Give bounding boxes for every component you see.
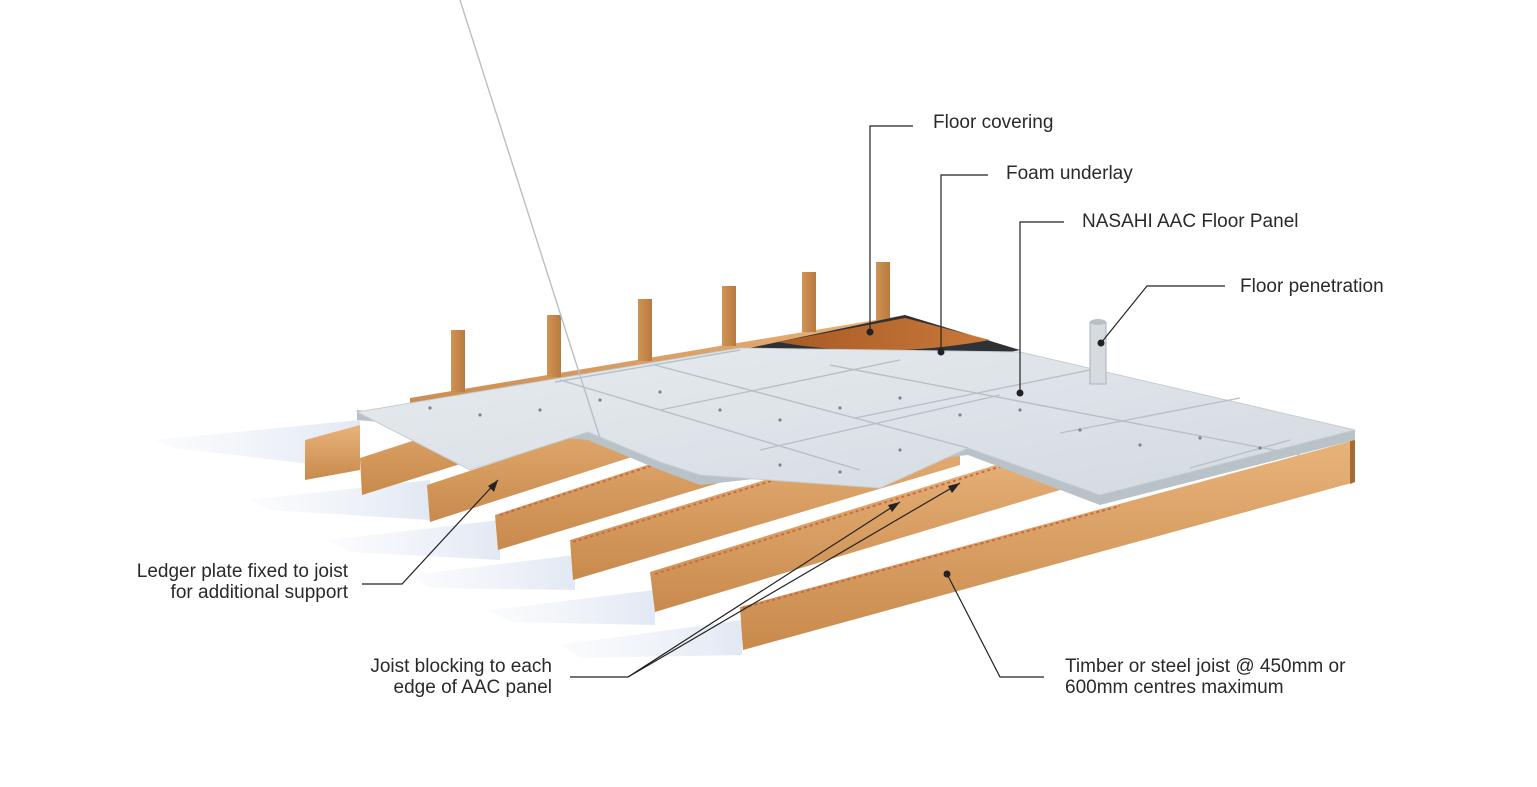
- leader-floor-penetration: [1100, 285, 1225, 344]
- leader-dots: [866, 328, 1105, 578]
- label-ledger-plate-line2: for additional support: [170, 582, 348, 603]
- leader-arrows: [488, 480, 960, 512]
- floor-penetration-pipe: [1089, 319, 1107, 385]
- leader-floor-covering: [869, 125, 913, 332]
- label-floor-penetration: Floor penetration: [1240, 276, 1384, 297]
- label-joist-spec-line2: 600mm centres maximum: [1065, 677, 1284, 698]
- leader-ledger-plate: [362, 479, 499, 585]
- label-joist-blocking-line1: Joist blocking to each: [370, 656, 552, 677]
- leader-aac-panel: [1019, 221, 1064, 393]
- joist: [650, 445, 1060, 612]
- leader-joist-spec: [946, 573, 1044, 678]
- leader-foam-underlay: [940, 174, 988, 352]
- leader-lines: [362, 125, 1225, 678]
- label-joist-spec: Timber or steel joist @ 450mm or 600mm c…: [1065, 656, 1345, 698]
- label-ledger-plate: Ledger plate fixed to joist for addition…: [108, 561, 348, 603]
- label-joist-spec-line1: Timber or steel joist @ 450mm or: [1065, 656, 1346, 677]
- joist-front: [740, 440, 1355, 650]
- label-joist-blocking-line2: edge of AAC panel: [393, 677, 552, 698]
- label-aac-floor-panel: NASAHI AAC Floor Panel: [1082, 211, 1299, 232]
- label-ledger-plate-line1: Ledger plate fixed to joist: [136, 561, 348, 582]
- label-foam-underlay: Foam underlay: [1006, 163, 1133, 184]
- aac-panels: [355, 0, 1356, 505]
- label-joist-blocking: Joist blocking to each edge of AAC panel: [330, 656, 552, 698]
- label-floor-covering: Floor covering: [933, 112, 1054, 133]
- joist: [305, 425, 360, 480]
- leader-joist-blocking-2: [627, 482, 961, 678]
